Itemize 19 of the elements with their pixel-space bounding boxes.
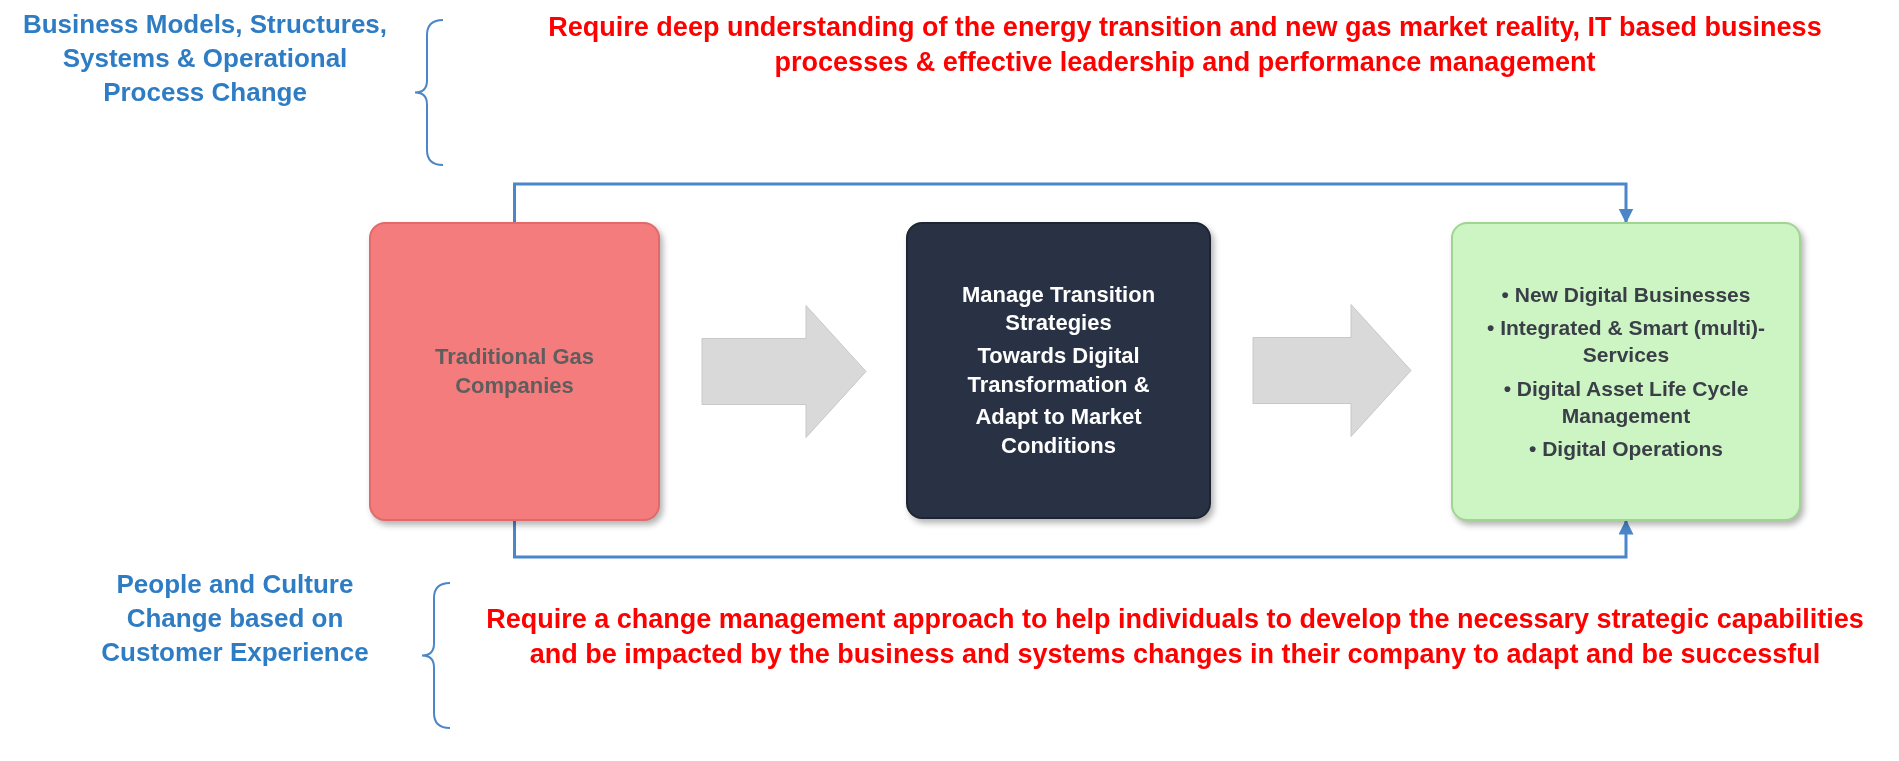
bullet-item: • Integrated & Smart (multi)-Services xyxy=(1485,314,1766,369)
change-area-label: People and Culture Change based on Customer Experience xyxy=(100,568,370,669)
process-box xyxy=(906,222,1211,519)
change-area-label: Business Models, Structures, Systems & Operational Process Change xyxy=(21,8,389,109)
block-arrow xyxy=(1252,304,1412,437)
box-text: Manage Transition Strategies xyxy=(960,280,1157,338)
box-text: Adapt to Market Conditions xyxy=(974,403,1143,460)
bullet-item: • Digital Asset Life Cycle Management xyxy=(1502,375,1750,429)
connector-arrow xyxy=(513,519,1634,559)
requirement-note: Require a change management approach to help individuals to develop the necessary strategic capabilities and be impacted by the business and systems changes in their company to adapt and be successful xyxy=(485,603,1865,672)
box-text: Towards Digital Transformation & xyxy=(966,341,1151,399)
box-text: Traditional Gas Companies xyxy=(434,342,595,400)
process-box xyxy=(369,222,660,521)
bullet-item: • Digital Operations xyxy=(1528,436,1723,463)
process-box xyxy=(1451,222,1801,521)
bullet-item: • New Digital Businesses xyxy=(1501,281,1751,308)
requirement-note: Require deep understanding of the energy transition and new gas market reality, IT based business processes & effective leadership and performance management xyxy=(547,11,1823,80)
block-arrow xyxy=(701,305,867,438)
connector-arrow xyxy=(513,182,1634,224)
